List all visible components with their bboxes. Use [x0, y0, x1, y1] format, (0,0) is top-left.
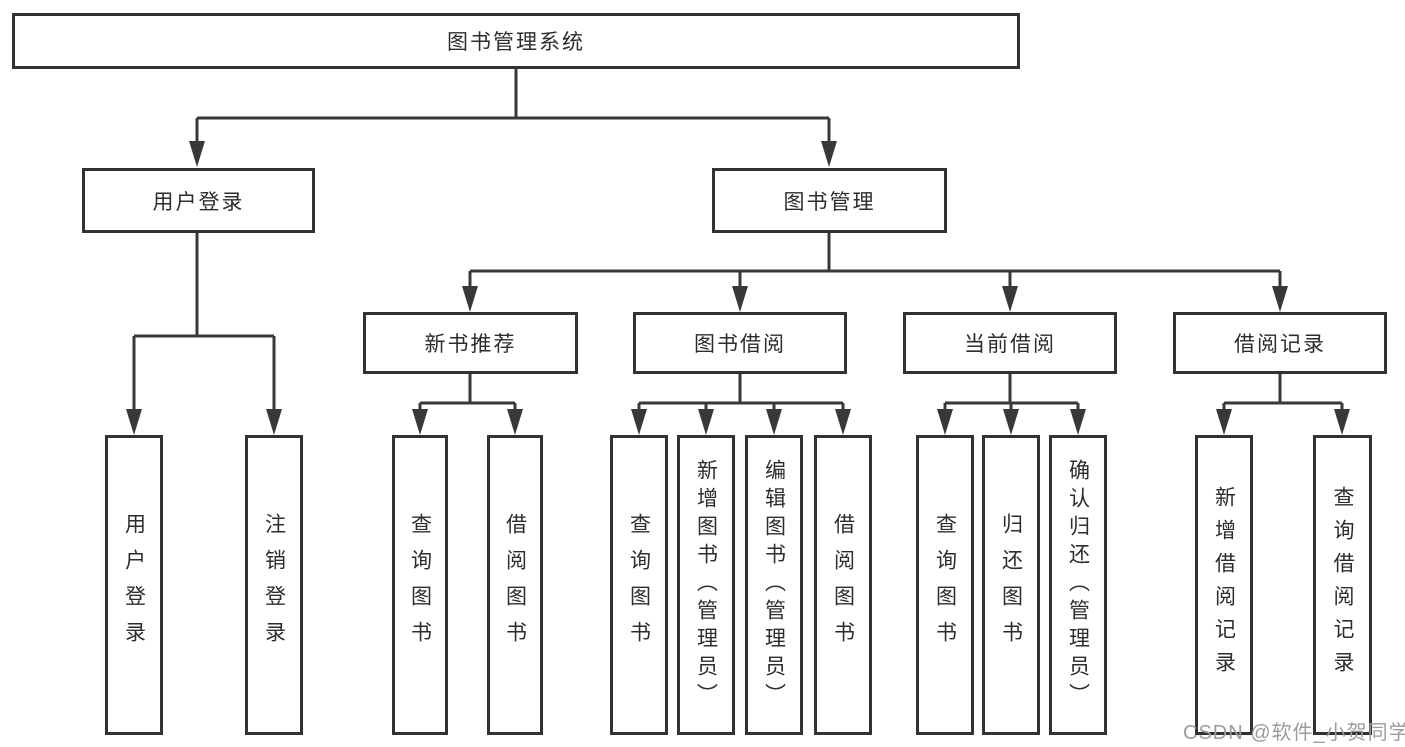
leaf-borrow-edit-book-admin: 编辑图书（管理员） [745, 435, 803, 735]
leaf-current-return-book-label: 归还图书 [999, 513, 1023, 657]
leaf-recommend-query-book: 查询图书 [392, 435, 448, 735]
node-new-book-recommend: 新书推荐 [363, 312, 578, 374]
connector-group [132, 69, 1344, 419]
node-current-borrow-label: 当前借阅 [964, 333, 1056, 356]
leaf-recommend-query-book-label: 查询图书 [408, 513, 432, 657]
leaf-record-query-record-label: 查询借阅记录 [1331, 486, 1354, 684]
leaf-current-return-book: 归还图书 [982, 435, 1040, 735]
node-root-label: 图书管理系统 [447, 31, 585, 54]
node-current-borrow: 当前借阅 [903, 312, 1117, 374]
leaf-record-add-record-label: 新增借阅记录 [1212, 486, 1236, 684]
node-book-management: 图书管理 [712, 168, 947, 233]
leaf-current-query-book: 查询图书 [916, 435, 974, 735]
leaf-borrow-add-book-admin-label: 新增图书（管理员） [694, 459, 718, 711]
leaf-record-add-record: 新增借阅记录 [1195, 435, 1253, 735]
watermark: CSDN @软件_小贺同学 [1183, 722, 1405, 744]
leaf-recommend-borrow-book-label: 借阅图书 [503, 513, 527, 657]
leaf-logout-label: 注销登录 [262, 513, 286, 657]
leaf-borrow-edit-book-admin-label: 编辑图书（管理员） [762, 459, 786, 711]
leaf-user-login-label: 用户登录 [122, 513, 146, 657]
node-user-login-label: 用户登录 [152, 190, 245, 214]
leaf-current-confirm-return-admin-label: 确认归还（管理员） [1066, 459, 1090, 711]
node-book-borrow: 图书借阅 [633, 312, 847, 374]
leaf-current-query-book-label: 查询图书 [933, 513, 957, 657]
leaf-logout: 注销登录 [245, 435, 303, 735]
node-book-borrow-label: 图书借阅 [694, 333, 786, 356]
leaf-borrow-query-book: 查询图书 [610, 435, 668, 735]
leaf-borrow-borrow-book: 借阅图书 [814, 435, 872, 735]
leaf-recommend-borrow-book: 借阅图书 [487, 435, 543, 735]
leaf-borrow-query-book-label: 查询图书 [627, 513, 651, 657]
node-root: 图书管理系统 [12, 13, 1020, 69]
leaf-borrow-add-book-admin: 新增图书（管理员） [677, 435, 735, 735]
node-user-login: 用户登录 [82, 168, 315, 233]
node-book-management-label: 图书管理 [783, 190, 876, 214]
leaf-record-query-record: 查询借阅记录 [1313, 435, 1372, 735]
node-borrow-record-label: 借阅记录 [1234, 333, 1326, 356]
leaf-current-confirm-return-admin: 确认归还（管理员） [1049, 435, 1107, 735]
arrowheads-group [126, 141, 1350, 435]
leaf-borrow-borrow-book-label: 借阅图书 [831, 513, 855, 657]
node-borrow-record: 借阅记录 [1173, 312, 1387, 374]
leaf-user-login: 用户登录 [105, 435, 163, 735]
node-new-book-recommend-label: 新书推荐 [424, 333, 517, 356]
